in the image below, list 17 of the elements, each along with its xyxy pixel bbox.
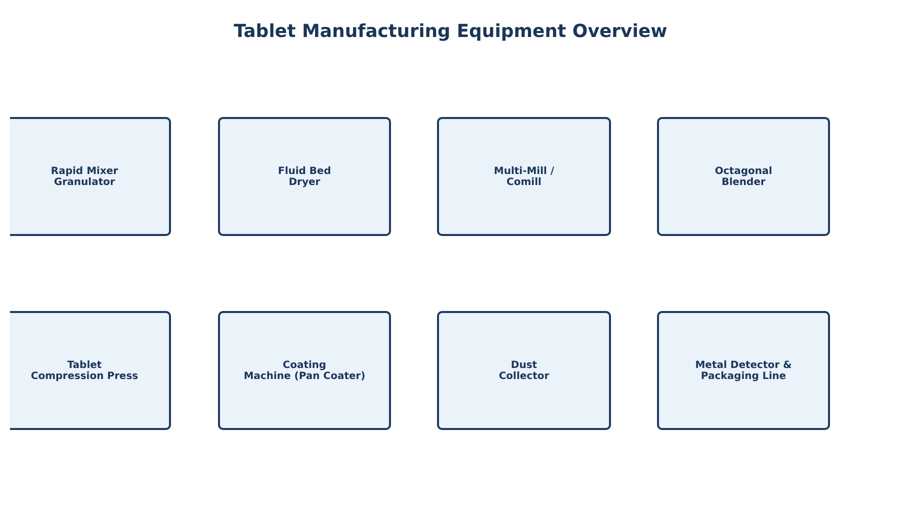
- equipment-box: [218, 117, 391, 236]
- equipment-name: Multi-Mill / Comill: [494, 166, 554, 188]
- equipment-name: Metal Detector & Packaging Line: [695, 360, 792, 382]
- equipment-name: Coating Machine (Pan Coater): [244, 360, 366, 382]
- equipment-box: [218, 311, 391, 430]
- equipment-name: Tablet Compression Press: [30, 360, 138, 382]
- equipment-name: Rapid Mixer Granulator: [50, 166, 118, 188]
- equipment-box: [657, 117, 830, 236]
- equipment-name: Dust Collector: [498, 360, 550, 382]
- equipment-box: [437, 311, 611, 430]
- equipment-box: [10, 311, 171, 430]
- equipment-box: [437, 117, 611, 236]
- equipment-name: Octagonal Blender: [714, 166, 772, 188]
- equipment-name: Fluid Bed Dryer: [278, 166, 331, 188]
- equipment-box: [10, 117, 171, 236]
- equipment-box: [657, 311, 830, 430]
- diagram-title: Tablet Manufacturing Equipment Overview: [232, 21, 668, 42]
